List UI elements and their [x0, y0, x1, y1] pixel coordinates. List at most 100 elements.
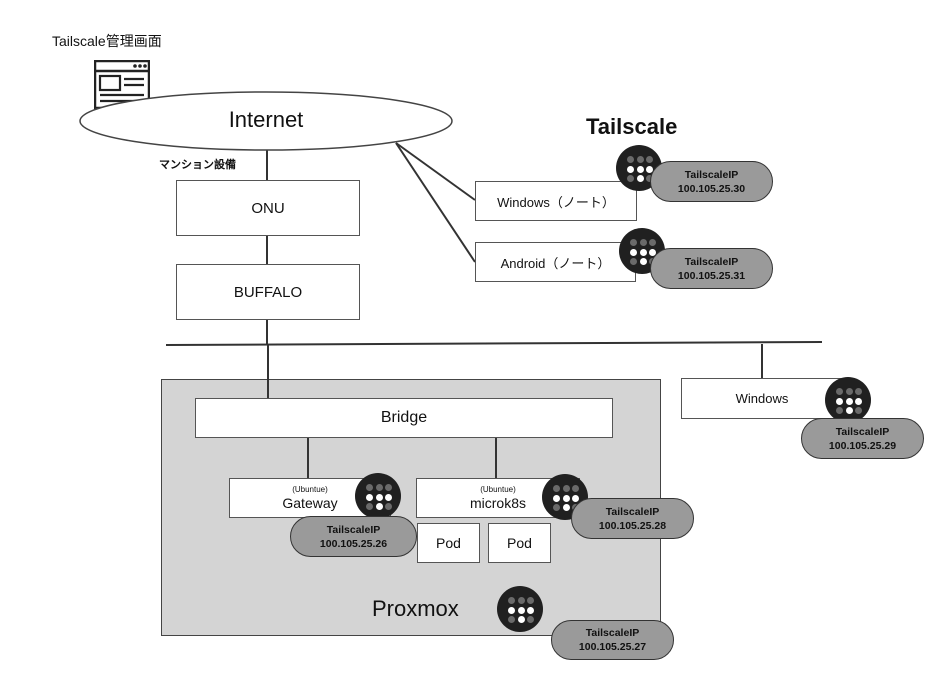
tailscale-logo-dot [855, 388, 862, 395]
tailscale-title: Tailscale [586, 114, 678, 139]
tailscale-logo-dot [508, 597, 515, 604]
tailscale-logo-dot [855, 407, 862, 414]
tailscale-logo-dot [553, 494, 560, 502]
onu-label: ONU [251, 199, 285, 217]
tailscale-logo-dot [527, 616, 534, 623]
tailscale-logo-dot [508, 606, 515, 614]
tailscale-logo-dot [517, 597, 525, 604]
gateway-label: Gateway [282, 495, 338, 511]
tailscale-logo-dot [553, 485, 560, 492]
tailscale-logo-dot [508, 616, 515, 623]
tailscale-logo-dot [572, 485, 579, 492]
tailscale-logo-dot [636, 156, 644, 163]
tailscale-logo-icon [355, 473, 401, 519]
lan-bus-line [165, 341, 823, 346]
onu-box: ONU [176, 180, 360, 236]
tailscale-logo-dot [366, 493, 373, 501]
pod-box: Pod [488, 523, 551, 563]
tailscale-logo-dot [646, 165, 653, 173]
pod-label: Pod [507, 535, 532, 551]
tailscale-logo-dot [646, 175, 653, 182]
tailscale-logo-dot [562, 485, 570, 492]
tailscale-logo-dot [562, 494, 570, 502]
tailscale-logo-dot [553, 504, 560, 511]
tailscale-logo-dot [639, 258, 647, 265]
tailscale-ip-badge-gateway: TailscaleIP 100.105.25.26 [290, 516, 417, 557]
internet-ellipse [79, 91, 453, 151]
tailscale-logo-dot [527, 606, 534, 614]
tailscale-logo-dot [649, 248, 656, 256]
tailscale-logo-dot [375, 503, 383, 510]
tailscale-logo-dot [366, 503, 373, 510]
tailscale-logo-dot [646, 156, 653, 163]
tailscale-logo-dot [562, 504, 570, 511]
tailscale-ip-badge-windows-note: TailscaleIP 100.105.25.30 [650, 161, 773, 202]
buffalo-label: BUFFALO [233, 283, 303, 301]
browser-window-icon [94, 60, 150, 110]
tailscale-ip-value: 100.105.25.28 [598, 519, 667, 532]
tailscale-logo-dot [527, 597, 534, 604]
tailscale-logo-dot [627, 175, 634, 182]
gateway-os-label: (Ubuntue) [292, 485, 328, 494]
tailscale-logo-dot [385, 493, 392, 501]
tailscale-ip-value: 100.105.25.26 [319, 537, 388, 550]
tailscale-logo-dot [836, 407, 843, 414]
tailscale-ip-badge-proxmox: TailscaleIP 100.105.25.27 [551, 620, 674, 660]
tailscale-logo-dot [366, 484, 373, 491]
tailscale-logo-dot [375, 493, 383, 501]
tailscale-ip-caption: TailscaleIP [585, 627, 640, 639]
bridge-box: Bridge [195, 398, 613, 438]
tailscale-logo-dot [630, 239, 637, 246]
windows-box: Windows [681, 378, 843, 419]
windows-label: Windows [735, 391, 789, 406]
tailscale-logo-dot [375, 484, 383, 491]
tailscale-ip-caption: TailscaleIP [684, 168, 739, 181]
tailscale-logo-dot [845, 397, 853, 405]
admin-console-label: Tailscale管理画面 [52, 33, 162, 49]
tailscale-ip-badge-windows: TailscaleIP 100.105.25.29 [801, 418, 924, 459]
microk8s-os-label: (Ubuntue) [480, 485, 516, 494]
tailscale-logo-dot [639, 248, 647, 256]
tailscale-ip-value: 100.105.25.29 [828, 439, 897, 452]
line-internet-windows-note [395, 142, 476, 201]
buffalo-router-box: BUFFALO [176, 264, 360, 320]
tailscale-ip-badge-microk8s: TailscaleIP 100.105.25.28 [571, 498, 694, 539]
tailscale-logo-dot [836, 397, 843, 405]
tailscale-ip-caption: TailscaleIP [326, 523, 381, 536]
bridge-label: Bridge [380, 409, 428, 426]
tailscale-logo-dot [855, 397, 862, 405]
pod-box: Pod [417, 523, 480, 563]
tailscale-logo-dot [385, 484, 392, 491]
tailscale-logo-dot [836, 388, 843, 395]
tailscale-logo-dot [636, 175, 644, 182]
tailscale-logo-icon [825, 377, 871, 423]
tailscale-logo-dot [649, 239, 656, 246]
tailscale-logo-dot [845, 388, 853, 395]
tailscale-logo-dot [517, 606, 525, 614]
tailscale-logo-dot [517, 616, 525, 623]
internet-label: Internet [228, 107, 304, 132]
tailscale-logo-dot [845, 407, 853, 414]
tailscale-logo-dot [627, 156, 634, 163]
tailscale-ip-value: 100.105.25.27 [578, 641, 647, 653]
tailscale-ip-value: 100.105.25.31 [677, 269, 746, 282]
proxmox-label: Proxmox [372, 596, 459, 621]
android-note-label: Android（ノート） [500, 255, 611, 271]
tailscale-ip-caption: TailscaleIP [684, 255, 739, 268]
windows-note-label: Windows（ノート） [497, 194, 615, 210]
tailscale-ip-caption: TailscaleIP [605, 505, 660, 518]
mansion-equipment-label: マンション設備 [159, 159, 236, 171]
pod-label: Pod [436, 535, 461, 551]
tailscale-logo-dot [385, 503, 392, 510]
tailscale-logo-dot [639, 239, 647, 246]
tailscale-logo-dot [572, 494, 579, 502]
line-internet-android-note [395, 142, 476, 263]
tailscale-logo-icon [497, 586, 543, 632]
android-note-box: Android（ノート） [475, 242, 636, 282]
microk8s-label: microk8s [469, 495, 526, 511]
tailscale-ip-caption: TailscaleIP [835, 425, 890, 438]
tailscale-logo-dot [636, 165, 644, 173]
windows-note-box: Windows（ノート） [475, 181, 637, 221]
